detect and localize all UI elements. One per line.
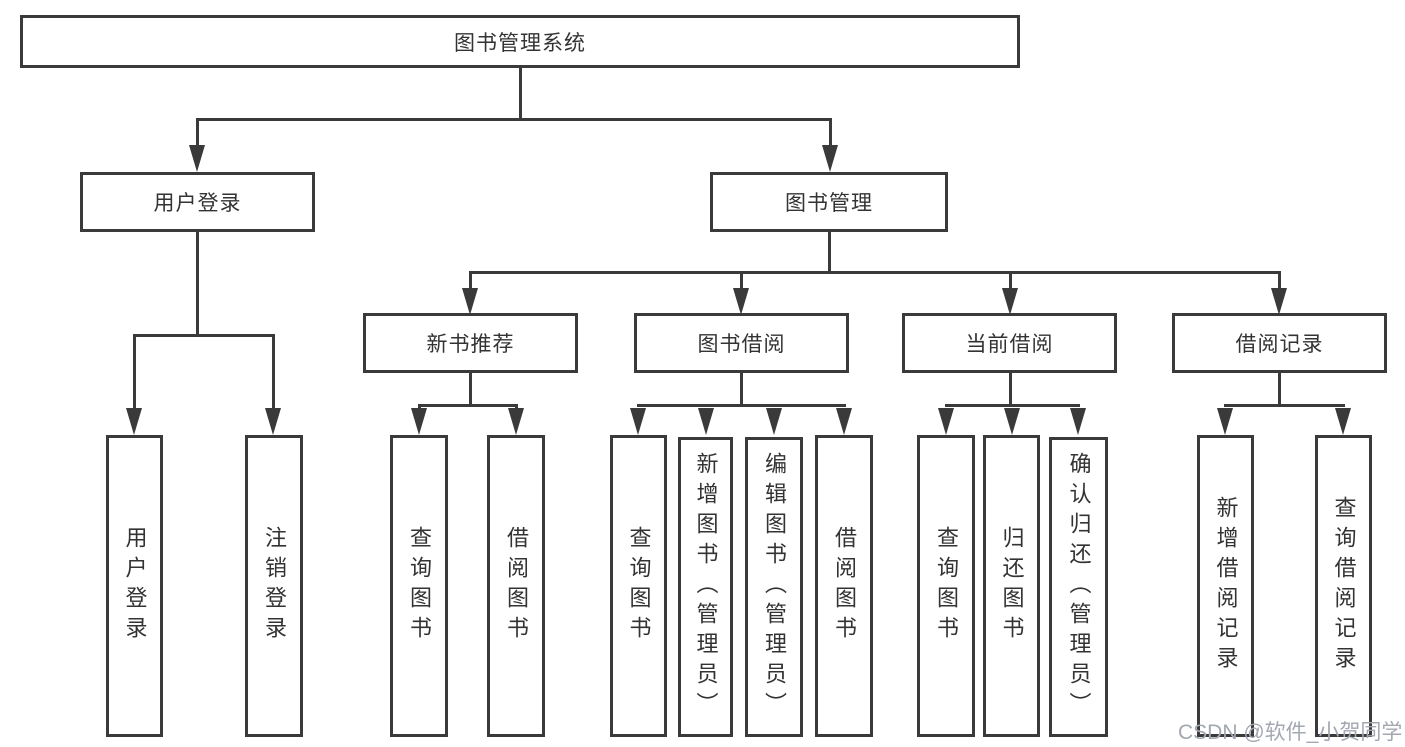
connector-line [740, 373, 743, 407]
connector-line [1224, 404, 1345, 407]
node-label: 当前借阅 [965, 333, 1054, 356]
connector-line [133, 334, 275, 337]
node-book-management: 图书管理 [710, 172, 948, 232]
leaf-add-books-admin: 新增图书（管理员） [678, 437, 733, 737]
node-label: 确认归还（管理员） [1066, 452, 1092, 722]
arrow-down-icon [462, 288, 478, 315]
connector-line [1278, 373, 1281, 407]
connector-line [1278, 271, 1281, 293]
leaf-query-books-borrowing: 查询图书 [610, 435, 667, 737]
connector-line [1009, 271, 1012, 293]
node-current-borrowing: 当前借阅 [902, 313, 1117, 373]
arrow-down-icon [508, 408, 524, 435]
connector-line [196, 232, 199, 335]
node-label: 用户登录 [122, 526, 148, 646]
node-label: 图书管理系统 [454, 31, 586, 55]
node-label: 归还图书 [999, 526, 1025, 646]
connector-line [469, 373, 472, 407]
connector-line [196, 118, 832, 121]
connector-line [1009, 373, 1012, 407]
arrow-down-icon [189, 145, 205, 172]
node-label: 查询图书 [626, 526, 652, 646]
arrow-down-icon [1004, 408, 1020, 435]
node-label: 用户登录 [153, 192, 242, 215]
arrow-down-icon [1271, 288, 1287, 315]
node-label: 查询图书 [407, 526, 432, 646]
leaf-logout: 注销登录 [245, 435, 303, 737]
node-book-borrowing: 图书借阅 [634, 313, 849, 373]
arrow-down-icon [1070, 408, 1086, 435]
node-user-login: 用户登录 [80, 172, 315, 232]
arrow-down-icon [836, 408, 852, 435]
connector-line [637, 404, 846, 407]
arrow-down-icon [733, 288, 749, 315]
leaf-borrow-books-recommend: 借阅图书 [487, 435, 545, 737]
arrow-down-icon [126, 408, 142, 435]
arrow-down-icon [630, 408, 646, 435]
node-label: 借阅图书 [832, 526, 857, 646]
node-library-management-system: 图书管理系统 [20, 15, 1020, 68]
node-label: 新增图书（管理员） [693, 452, 719, 722]
node-label: 查询借阅记录 [1331, 496, 1357, 676]
connector-line [418, 404, 518, 407]
connector-line [469, 271, 472, 293]
arrow-down-icon [1217, 408, 1233, 435]
node-borrowing-records: 借阅记录 [1172, 313, 1387, 373]
node-label: 新书推荐 [426, 333, 515, 356]
leaf-query-books-current: 查询图书 [917, 435, 975, 737]
csdn-watermark: CSDN @软件_小贺同学 [1178, 721, 1403, 744]
arrow-down-icon [938, 408, 954, 435]
arrow-down-icon [1002, 288, 1018, 315]
node-label: 图书管理 [785, 192, 873, 215]
leaf-user-login: 用户登录 [106, 435, 163, 737]
node-label: 图书借阅 [697, 333, 786, 356]
leaf-confirm-return-admin: 确认归还（管理员） [1049, 437, 1108, 737]
node-label: 借阅图书 [504, 526, 529, 646]
connector-line [519, 68, 522, 120]
connector-line [829, 118, 832, 152]
node-label: 新增借阅记录 [1213, 496, 1239, 676]
connector-line [828, 232, 831, 274]
leaf-borrow-books: 借阅图书 [815, 435, 873, 737]
arrow-down-icon [1335, 408, 1351, 435]
arrow-down-icon [265, 408, 281, 435]
leaf-query-books-recommend: 查询图书 [390, 435, 448, 737]
node-label: 注销登录 [262, 526, 287, 646]
arrow-down-icon [698, 408, 714, 435]
connector-line [945, 404, 1080, 407]
leaf-edit-books-admin: 编辑图书（管理员） [745, 437, 803, 737]
node-label: 查询图书 [934, 526, 959, 646]
arrow-down-icon [822, 145, 838, 172]
connector-line [740, 271, 743, 293]
node-new-book-recommendation: 新书推荐 [363, 313, 578, 373]
node-label: 编辑图书（管理员） [762, 452, 787, 722]
leaf-add-borrow-record: 新增借阅记录 [1197, 435, 1254, 737]
node-label: 借阅记录 [1235, 333, 1324, 356]
connector-line [469, 271, 1281, 274]
leaf-return-books: 归还图书 [983, 435, 1040, 737]
connector-line [196, 118, 199, 152]
connector-line [133, 334, 136, 412]
leaf-query-borrow-record: 查询借阅记录 [1315, 435, 1372, 737]
arrow-down-icon [766, 408, 782, 435]
arrow-down-icon [411, 408, 427, 435]
connector-line [272, 334, 275, 412]
